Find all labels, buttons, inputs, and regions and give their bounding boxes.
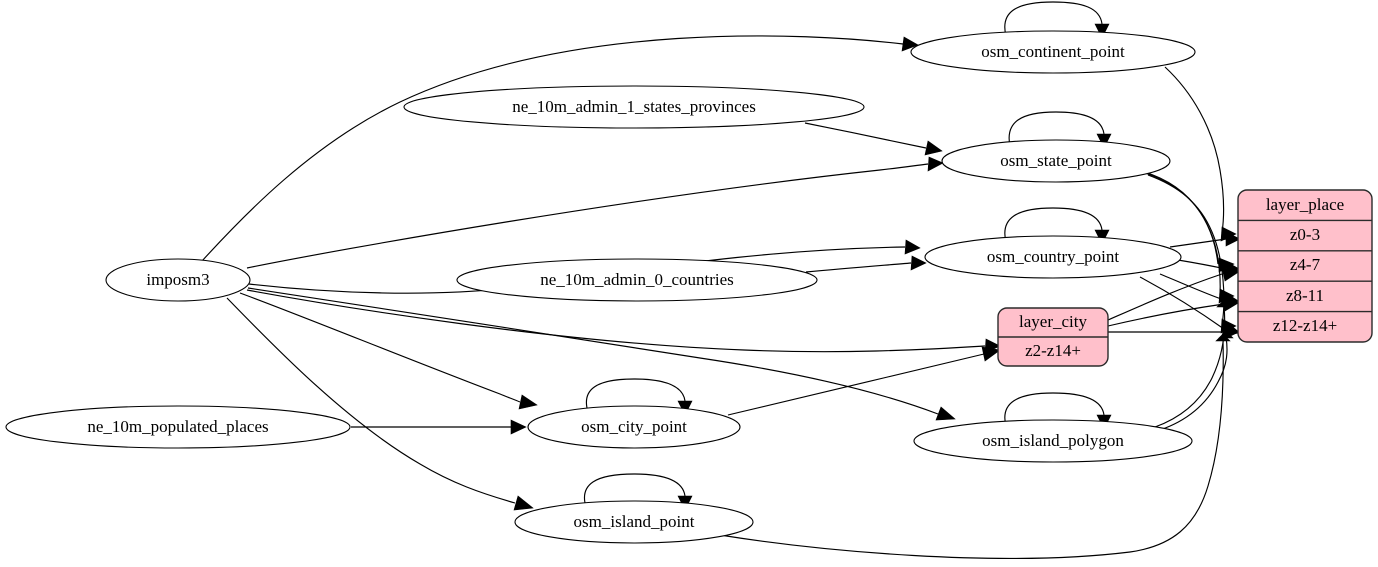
edge-osm_island_point-to-layer_place-z12_z14: [719, 333, 1231, 560]
node-osm_city_point[interactable]: osm_city_point: [527, 405, 741, 449]
record-row-layer_place-z8-11[interactable]: z8-11: [1286, 286, 1324, 305]
edge-imposm3-to-osm_state_point: [246, 156, 944, 269]
edge-self-loop-osm_continent_point: [1004, 1, 1110, 39]
node-ne_10m_admin_1_states_provinces[interactable]: ne_10m_admin_1_states_provinces: [403, 85, 865, 129]
edge-osm_city_point-to-layer_city: [727, 346, 1001, 416]
edge-layer_city-to-layer_place-z12_z14: [1108, 324, 1240, 340]
record-row-layer_city-title: layer_city: [1019, 312, 1087, 331]
node-label-osm_continent_point: osm_continent_point: [981, 42, 1125, 61]
record-row-layer_place-z0-3[interactable]: z0-3: [1290, 225, 1320, 244]
edge-ne_10m_admin_0_countries-to-osm_country_point: [805, 255, 927, 273]
edge-layer: [201, 1, 1242, 560]
record-row-layer_place-z4-7[interactable]: z4-7: [1290, 255, 1321, 274]
node-imposm3[interactable]: imposm3: [105, 258, 251, 302]
node-osm_island_polygon[interactable]: osm_island_polygon: [913, 419, 1193, 463]
edge-ne_10m_admin_1_states_provinces-to-osm_state_point: [804, 122, 943, 156]
edge-imposm3-to-osm_island_polygon: [247, 287, 956, 421]
edge-ne_10m_populated_places-to-osm_city_point: [351, 419, 527, 435]
edge-imposm3-to-osm_continent_point: [201, 35, 919, 262]
edge-layer_city-to-layer_place-z4_7: [1107, 267, 1241, 321]
edge-osm_continent_point-to-layer_place-z0_3: [1164, 66, 1237, 242]
edge-imposm3-to-osm_island_point: [226, 297, 534, 511]
node-layer_city[interactable]: layer_city z2-z14+: [997, 307, 1109, 367]
node-label-osm_city_point: osm_city_point: [581, 417, 687, 436]
edge-osm_country_point-to-layer_place-z0_3: [1169, 231, 1241, 248]
node-label-osm_island_point: osm_island_point: [574, 512, 695, 531]
node-label-osm_island_polygon: osm_island_polygon: [982, 431, 1124, 450]
record-node-layer: layer_place z0-3 z4-7 z8-11 z12-z14+ lay…: [997, 189, 1373, 367]
ellipse-node-layer: imposm3 ne_10m_admin_1_states_provinces …: [5, 30, 1196, 544]
node-label-ne_10m_populated_places: ne_10m_populated_places: [87, 417, 268, 436]
node-osm_country_point[interactable]: osm_country_point: [924, 235, 1182, 279]
record-row-layer_place-title: layer_place: [1266, 195, 1344, 214]
node-ne_10m_admin_0_countries[interactable]: ne_10m_admin_0_countries: [456, 258, 818, 302]
edge-imposm3-to-osm_city_point: [239, 292, 538, 410]
edge-osm_island_polygon-to-layer_place-z8_11: [1154, 299, 1232, 428]
node-label-ne_10m_admin_0_countries: ne_10m_admin_0_countries: [540, 270, 734, 289]
node-label-ne_10m_admin_1_states_provinces: ne_10m_admin_1_states_provinces: [512, 97, 756, 116]
record-row-layer_place-z12-z14[interactable]: z12-z14+: [1273, 316, 1337, 335]
node-osm_continent_point[interactable]: osm_continent_point: [910, 30, 1196, 74]
record-row-layer_city-z2-z14[interactable]: z2-z14+: [1025, 341, 1081, 360]
node-osm_island_point[interactable]: osm_island_point: [514, 500, 754, 544]
node-label-imposm3: imposm3: [146, 270, 209, 289]
node-label-osm_country_point: osm_country_point: [987, 247, 1119, 266]
node-ne_10m_populated_places[interactable]: ne_10m_populated_places: [5, 405, 351, 449]
node-layer_place[interactable]: layer_place z0-3 z4-7 z8-11 z12-z14+: [1237, 189, 1373, 343]
edge-osm_state_point-to-layer_place-z8_11: [1144, 172, 1235, 304]
edge-self-loop-osm_state_point: [1008, 111, 1112, 149]
node-label-osm_state_point: osm_state_point: [1000, 151, 1112, 170]
node-osm_state_point[interactable]: osm_state_point: [941, 139, 1171, 183]
